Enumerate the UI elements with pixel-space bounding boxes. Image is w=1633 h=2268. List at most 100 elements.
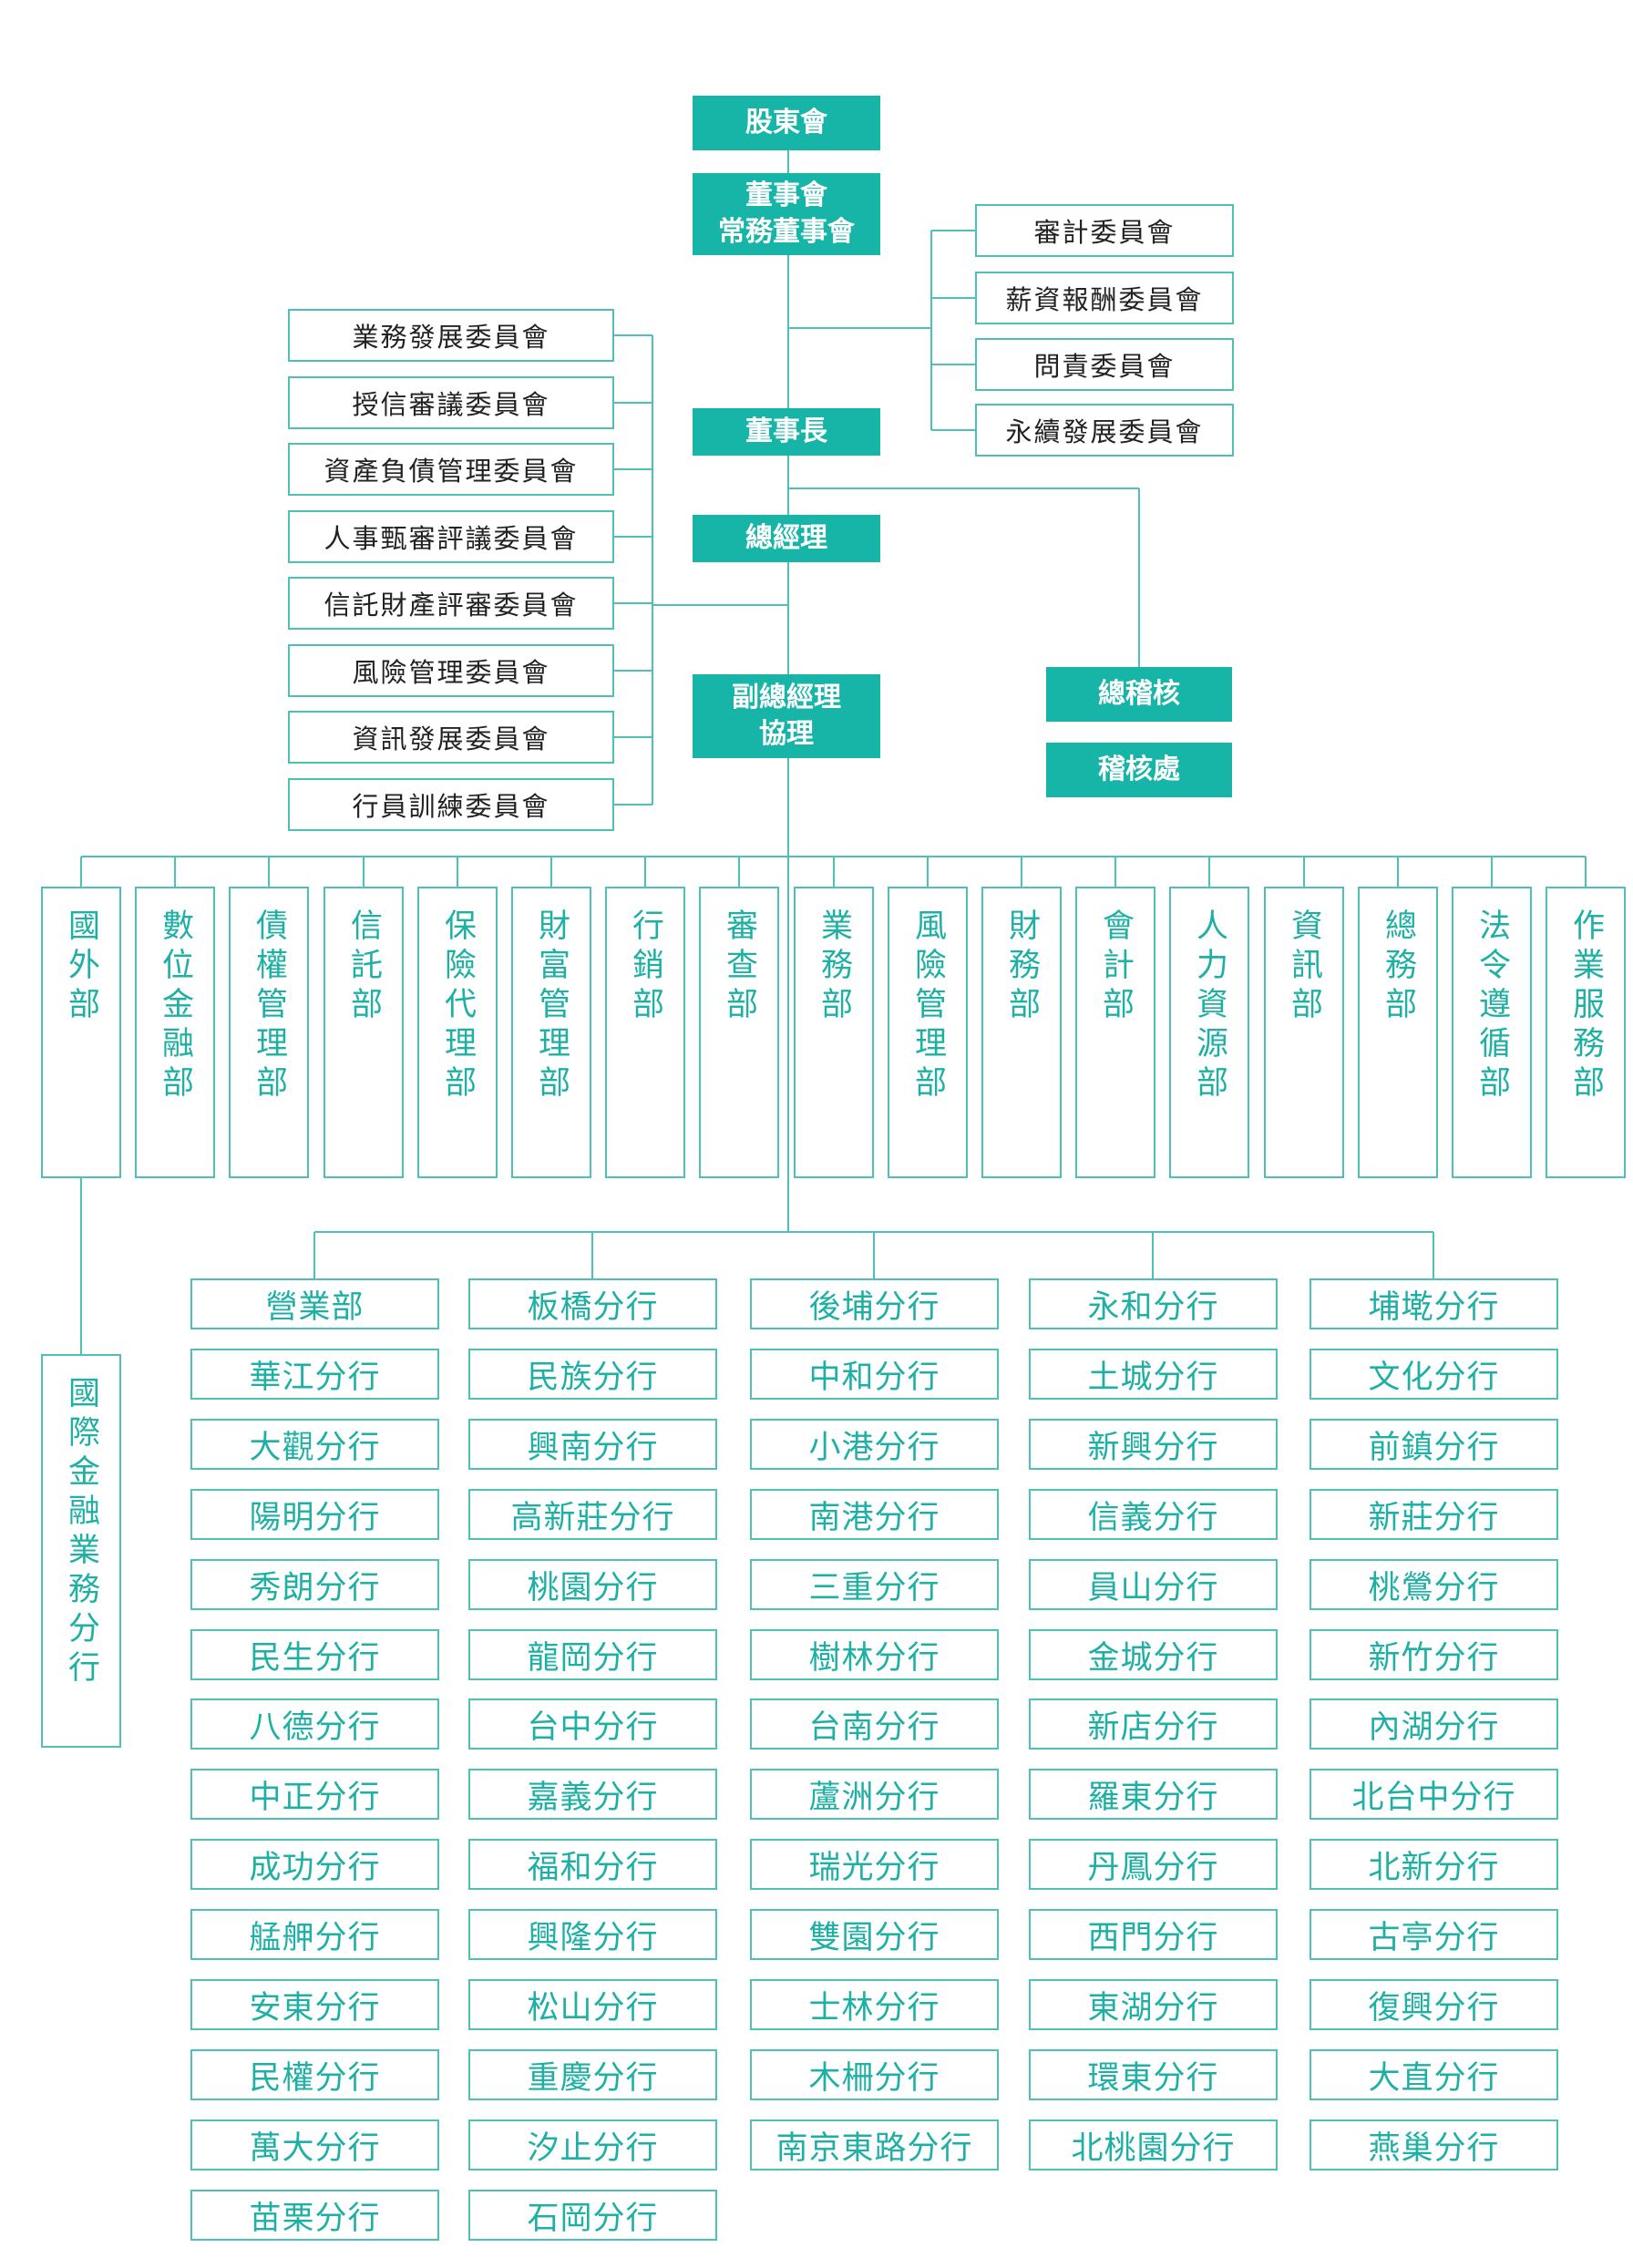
branch-box-label: 新莊分行	[1368, 1499, 1500, 1536]
branch-box: 士林分行	[750, 1979, 999, 2030]
branch-box-label: 營業部	[265, 1288, 365, 1326]
branch-box: 桃鶯分行	[1309, 1559, 1558, 1610]
board-box-label: 董事會 常務董事會	[718, 180, 855, 248]
branch-box: 土城分行	[1029, 1349, 1278, 1400]
president-box: 總經理	[693, 515, 880, 562]
branch-box: 後埔分行	[750, 1278, 999, 1329]
branch-box: 埔墘分行	[1309, 1278, 1558, 1329]
branch-box: 大觀分行	[190, 1419, 439, 1470]
management-committee-box: 資訊發展委員會	[288, 711, 614, 764]
branch-box: 八德分行	[190, 1698, 439, 1750]
branch-box-label: 三重分行	[808, 1569, 940, 1606]
management-committee-box-label: 資訊發展委員會	[352, 724, 550, 754]
board-committee-box: 問責委員會	[975, 338, 1234, 391]
branch-box: 新店分行	[1029, 1698, 1278, 1750]
branch-box-label: 高新莊分行	[510, 1499, 675, 1536]
branch-box: 內湖分行	[1309, 1698, 1558, 1750]
branch-box: 板橋分行	[468, 1278, 717, 1329]
branch-box-label: 中正分行	[249, 1779, 381, 1816]
audit-office-box-label: 稽核處	[1098, 754, 1180, 785]
branch-box: 華江分行	[190, 1349, 439, 1400]
branch-box-label: 新竹分行	[1368, 1639, 1500, 1677]
branch-box: 羅東分行	[1029, 1769, 1278, 1820]
department-box-label: 信託部	[345, 908, 382, 1026]
department-box: 會計部	[1075, 887, 1155, 1178]
department-box-label: 資訊部	[1286, 908, 1322, 1026]
branch-box: 成功分行	[190, 1839, 439, 1890]
department-box: 債權管理部	[229, 887, 309, 1178]
branch-box: 民生分行	[190, 1629, 439, 1680]
department-box: 信託部	[324, 887, 404, 1178]
branch-box-label: 雙園分行	[808, 1919, 940, 1956]
branch-box-label: 北桃園分行	[1071, 2129, 1236, 2167]
branch-box-label: 秀朗分行	[249, 1569, 381, 1606]
branch-box: 苗栗分行	[190, 2190, 439, 2241]
shareholders-box-label: 股東會	[745, 107, 827, 139]
audit-office-box: 稽核處	[1046, 743, 1232, 797]
management-committee-box: 風險管理委員會	[288, 644, 614, 697]
board-committee-box-label: 問責委員會	[1033, 351, 1176, 382]
branch-box: 民族分行	[468, 1349, 717, 1400]
branch-box: 燕巢分行	[1309, 2119, 1558, 2171]
management-committee-box: 業務發展委員會	[288, 309, 614, 362]
board-committee-box: 審計委員會	[975, 204, 1234, 257]
evp-box: 副總經理 協理	[693, 674, 880, 758]
branch-box-label: 民族分行	[527, 1359, 659, 1396]
chief-auditor-box-label: 總稽核	[1098, 678, 1180, 710]
department-box-label: 業務部	[816, 908, 852, 1026]
department-box-label: 風險管理部	[909, 908, 946, 1104]
branch-box-label: 文化分行	[1368, 1359, 1500, 1396]
branch-box: 陽明分行	[190, 1489, 439, 1540]
branch-box-label: 東湖分行	[1087, 1989, 1219, 2027]
branch-box-label: 松山分行	[527, 1989, 659, 2027]
branch-box-label: 汐止分行	[527, 2129, 659, 2167]
department-box-label: 總務部	[1380, 908, 1416, 1026]
management-committee-box-label: 風險管理委員會	[352, 657, 550, 688]
branch-box: 金城分行	[1029, 1629, 1278, 1680]
obu-box-label: 國際金融業務分行	[63, 1376, 99, 1689]
branch-box-label: 埔墘分行	[1368, 1288, 1500, 1326]
board-committee-box-label: 審計委員會	[1033, 217, 1176, 248]
branch-box: 南港分行	[750, 1489, 999, 1540]
management-committee-box-label: 授信審議委員會	[352, 389, 550, 420]
branch-box: 樹林分行	[750, 1629, 999, 1680]
evp-box-label: 副總經理 協理	[732, 682, 841, 750]
branch-box-label: 大直分行	[1368, 2059, 1500, 2097]
chairman-box: 董事長	[693, 408, 880, 456]
branch-box-label: 新興分行	[1087, 1429, 1219, 1466]
branch-box: 員山分行	[1029, 1559, 1278, 1610]
board-box: 董事會 常務董事會	[693, 173, 880, 255]
board-committee-box: 永續發展委員會	[975, 404, 1234, 457]
branch-box-label: 古亭分行	[1368, 1919, 1500, 1956]
department-box: 業務部	[794, 887, 874, 1178]
management-committee-box-label: 信託財產評審委員會	[324, 590, 579, 621]
branch-box: 古亭分行	[1309, 1909, 1558, 1960]
branch-box: 中正分行	[190, 1769, 439, 1820]
department-box: 法令遵循部	[1452, 887, 1532, 1178]
branch-box-label: 成功分行	[249, 1849, 381, 1886]
board-committee-box-label: 永續發展委員會	[1005, 416, 1204, 447]
branch-box: 福和分行	[468, 1839, 717, 1890]
obu-box: 國際金融業務分行	[41, 1354, 121, 1748]
department-box: 審查部	[699, 887, 779, 1178]
branch-box: 信義分行	[1029, 1489, 1278, 1540]
department-box: 行銷部	[605, 887, 685, 1178]
department-box-label: 財務部	[1003, 908, 1040, 1026]
branch-box-label: 土城分行	[1087, 1359, 1219, 1396]
management-committee-box-label: 資產負債管理委員會	[324, 456, 579, 487]
branch-box: 秀朗分行	[190, 1559, 439, 1610]
branch-box-label: 嘉義分行	[527, 1779, 659, 1816]
department-box-label: 作業服務部	[1567, 908, 1604, 1104]
chief-auditor-box: 總稽核	[1046, 667, 1232, 722]
department-box-label: 會計部	[1097, 908, 1134, 1026]
branch-box: 西門分行	[1029, 1909, 1278, 1960]
branch-box: 石岡分行	[468, 2190, 717, 2241]
branch-box: 台中分行	[468, 1698, 717, 1750]
department-box: 保險代理部	[417, 887, 498, 1178]
department-box-label: 人力資源部	[1191, 908, 1227, 1104]
branch-box-label: 後埔分行	[808, 1288, 940, 1326]
branch-box-label: 西門分行	[1087, 1919, 1219, 1956]
branch-box: 永和分行	[1029, 1278, 1278, 1329]
department-box: 財務部	[981, 887, 1062, 1178]
